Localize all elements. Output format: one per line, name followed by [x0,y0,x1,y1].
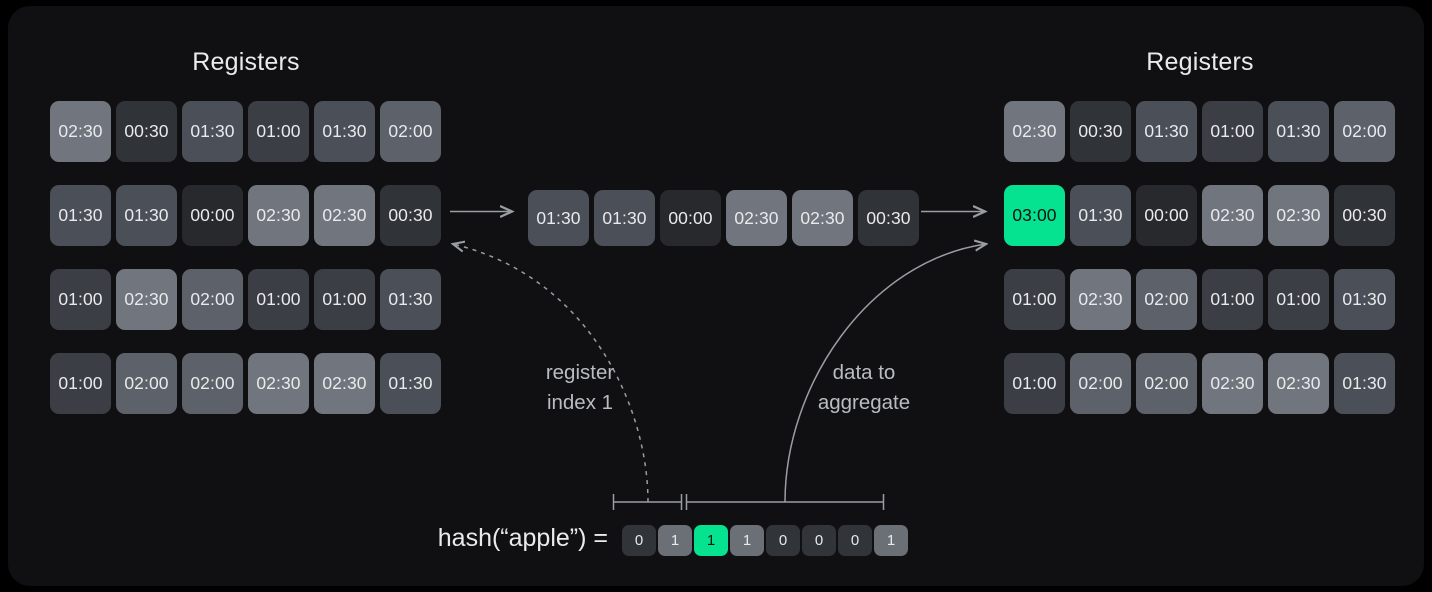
register-cell: 01:00 [1268,269,1329,330]
selected-row-cell: 00:30 [858,190,919,246]
registers-title-right: Registers [1146,48,1254,76]
register-cell: 01:30 [1334,353,1395,414]
register-cell: 02:30 [1202,353,1263,414]
register-cell: 01:30 [314,101,375,162]
label-register-index: register index 1 [545,361,615,414]
register-cell: 01:30 [1136,101,1197,162]
hash-expression-label: hash(“apple”) = [437,524,608,552]
register-cell: 00:30 [1334,185,1395,246]
label-data-to-aggregate: data to aggregate [817,361,911,414]
register-cell: 01:00 [50,269,111,330]
register-cell: 01:30 [380,269,441,330]
register-cell: 01:30 [116,185,177,246]
selected-row-cell: 01:30 [528,190,589,246]
register-cell: 01:30 [1268,101,1329,162]
hash-bit: 1 [658,525,692,556]
register-cell: 02:00 [116,353,177,414]
register-cell: 01:30 [1070,185,1131,246]
hash-bit: 0 [802,525,836,556]
register-cell: 02:00 [182,353,243,414]
selected-row-cell: 00:00 [660,190,721,246]
register-cell: 02:00 [1070,353,1131,414]
register-cell: 01:00 [314,269,375,330]
register-cell: 01:30 [182,101,243,162]
register-cell: 02:30 [116,269,177,330]
register-cell: 01:00 [1202,269,1263,330]
register-cell: 00:00 [1136,185,1197,246]
hash-bit-highlighted: 1 [694,525,728,556]
register-cell: 02:30 [1004,101,1065,162]
register-cell: 01:00 [1004,353,1065,414]
register-cell: 01:30 [380,353,441,414]
register-cell: 02:30 [1202,185,1263,246]
hash-bit: 0 [622,525,656,556]
hash-bit: 0 [838,525,872,556]
register-cell: 00:30 [116,101,177,162]
register-cell: 01:00 [1004,269,1065,330]
register-cell: 01:00 [248,269,309,330]
register-cell: 01:30 [50,185,111,246]
hash-bit: 0 [766,525,800,556]
registers-title-left: Registers [192,48,300,76]
register-cell: 02:30 [1268,185,1329,246]
register-cell: 02:00 [1136,353,1197,414]
register-cell: 00:30 [380,185,441,246]
hash-bit: 1 [730,525,764,556]
register-cell: 02:30 [314,353,375,414]
register-cell: 01:00 [248,101,309,162]
register-cell: 02:30 [50,101,111,162]
register-cell: 02:30 [1268,353,1329,414]
register-cell: 02:00 [1136,269,1197,330]
register-cell: 01:00 [50,353,111,414]
register-cell-highlighted: 03:00 [1004,185,1065,246]
selected-row-cell: 01:30 [594,190,655,246]
register-cell: 01:00 [1202,101,1263,162]
hash-bit: 1 [874,525,908,556]
register-cell: 02:30 [248,185,309,246]
bracket-data-bits [685,494,885,510]
register-cell: 02:30 [248,353,309,414]
register-cell: 02:30 [1070,269,1131,330]
register-cell: 01:30 [1334,269,1395,330]
register-cell: 00:30 [1070,101,1131,162]
register-cell: 00:00 [182,185,243,246]
register-cell: 02:00 [380,101,441,162]
register-cell: 02:00 [1334,101,1395,162]
register-cell: 02:00 [182,269,243,330]
selected-row-cell: 02:30 [726,190,787,246]
bracket-index-bits [612,494,683,510]
selected-row-cell: 02:30 [792,190,853,246]
register-cell: 02:30 [314,185,375,246]
